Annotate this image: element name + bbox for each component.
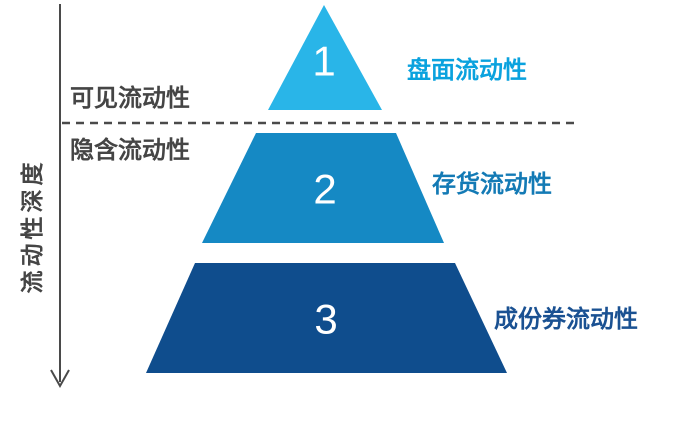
visible-liquidity-label: 可见流动性: [70, 85, 190, 112]
tier-2-number: 2: [313, 166, 336, 213]
arrow-down-icon: [50, 369, 70, 389]
tier-3-number: 3: [314, 296, 337, 343]
tier-1-label: 盘面流动性: [407, 56, 527, 84]
tier-2-shape: [202, 133, 444, 243]
tier-3-label: 成份券流动性: [494, 305, 638, 333]
tier-2-label: 存货流动性: [432, 170, 552, 198]
depth-axis-label: 流动性深度: [19, 159, 45, 294]
tier-1-number: 1: [312, 38, 335, 85]
tier-1-shape: [268, 5, 382, 110]
tier-3-shape: [146, 263, 507, 373]
implied-liquidity-label: 隐含流动性: [70, 136, 190, 164]
